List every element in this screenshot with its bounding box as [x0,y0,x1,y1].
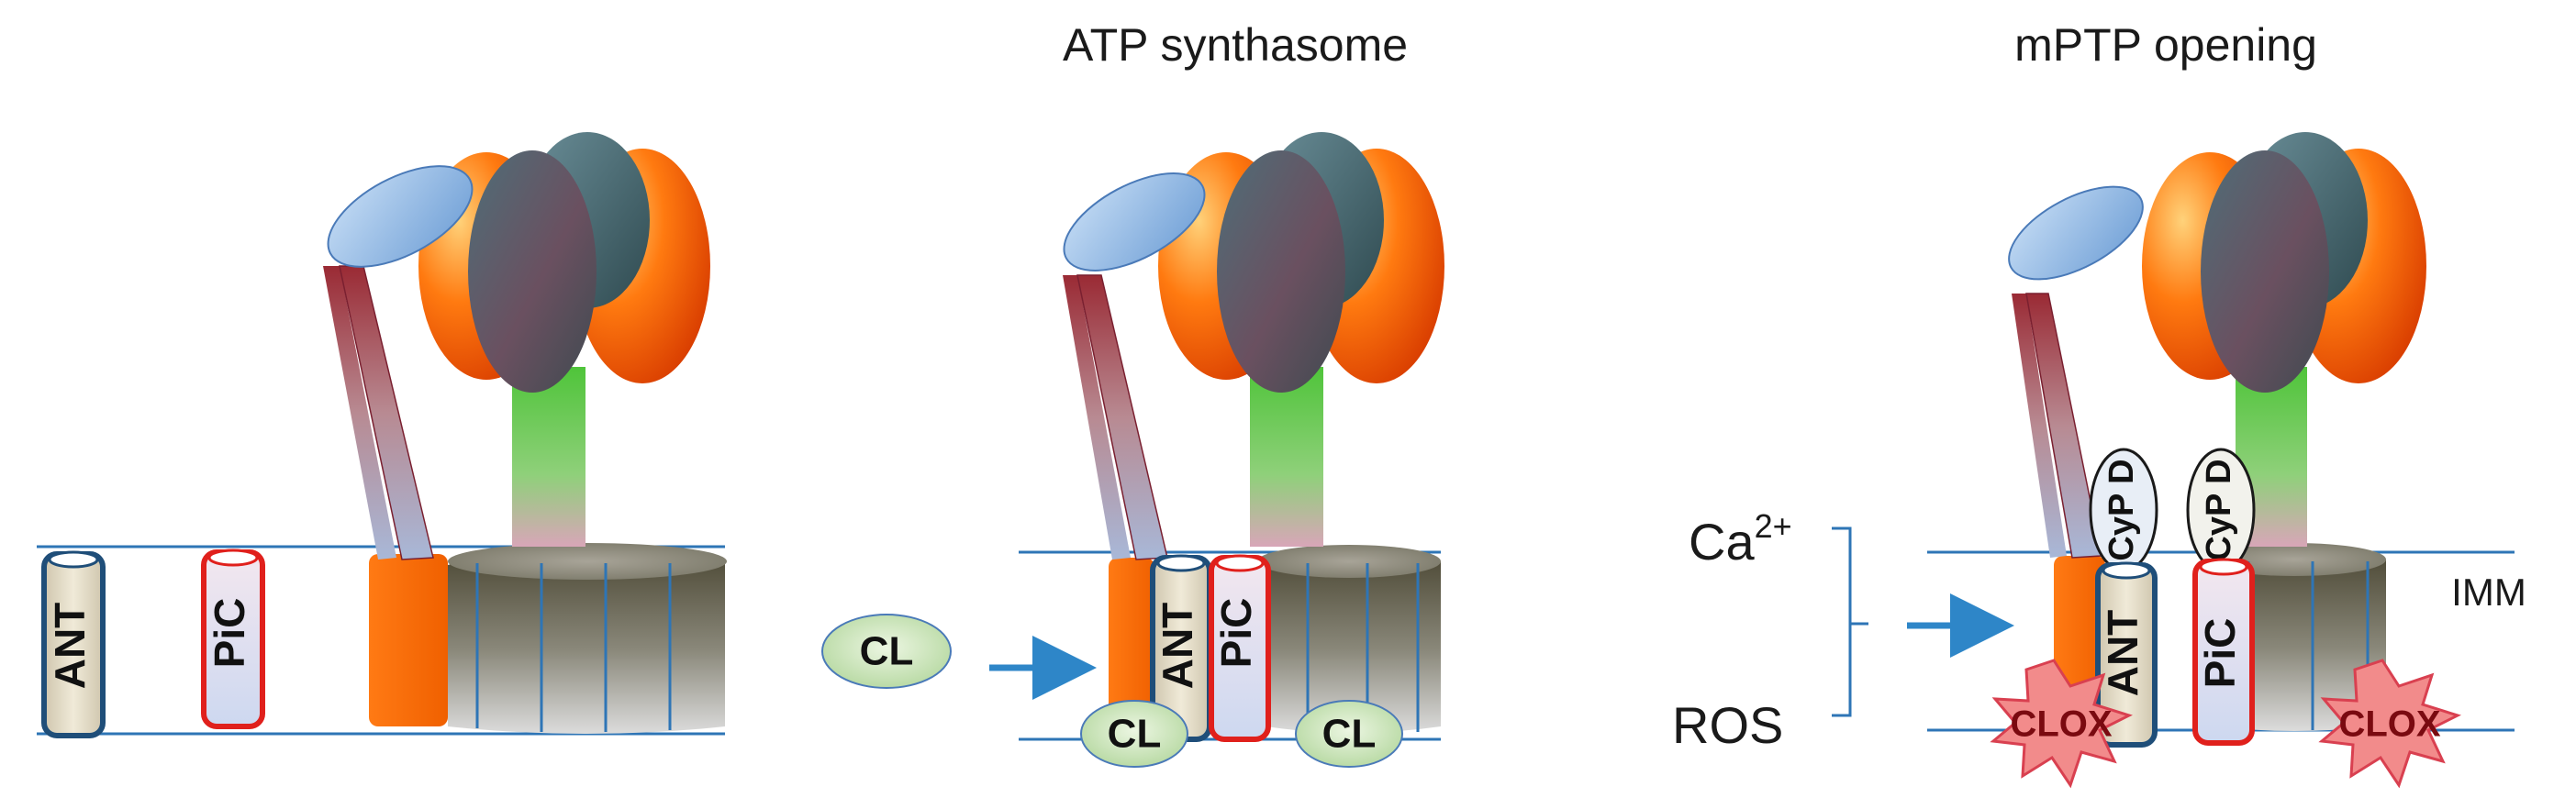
cypd-right-label: CyP D [2200,459,2238,560]
oscp-cap [327,165,474,268]
cl-bound-right: CL [1295,700,1403,768]
cypd-left: CyP D [2089,448,2158,572]
atp-synthase [323,132,727,734]
clox-right: CLOX [2318,659,2461,789]
cl-bound-right-label: CL [1322,712,1377,757]
pic-label: PiC [206,598,253,669]
panel-title-atp-synthasome: ATP synthasome [1063,19,1408,71]
cypd-right: CyP D [2186,448,2256,572]
panel-1: ANT PiC [37,132,727,738]
cl-free-label: CL [860,629,914,674]
ant-carrier: ANT [41,550,106,738]
f1-head [1158,132,1444,393]
calcium-label: Ca2+ [1689,507,1792,571]
calcium-base: Ca [1689,513,1755,571]
clox-left: CLOX [1990,659,2133,789]
f1-head [2142,132,2426,393]
pic-label: PiC [1212,598,1260,669]
atp-synthase [1063,132,1444,734]
panel-2: ATP synthasome CL [821,19,1444,768]
orange-subunit-block [1109,558,1154,732]
pic-carrier: PiC [201,549,265,729]
oscp-cap [2008,185,2144,281]
panel-3: mPTP opening Ca2+ ROS IMM [1672,19,2526,789]
cl-free: CL [821,614,952,689]
cl-bound-left: CL [1080,700,1188,768]
stimuli-bracket [1832,526,1868,717]
cl-bound-left-label: CL [1108,712,1162,757]
fo-ring [1257,545,1441,734]
peripheral-stalk [323,265,434,560]
pic-carrier: PiC [2192,558,2255,746]
pic-carrier: PiC [1209,554,1271,742]
clox-left-label: CLOX [2010,704,2112,745]
clox-right-label: CLOX [2338,704,2440,745]
pic-label: PiC [2196,618,2244,689]
ant-carrier: ANT [1150,554,1212,742]
central-stalk [512,367,585,547]
orange-subunit-block [369,554,448,726]
peripheral-stalk [1063,274,1168,560]
ant-label: ANT [46,603,94,690]
cypd-left-label: CyP D [2102,459,2141,560]
fo-ring [448,543,727,734]
imm-label: IMM [2451,571,2526,614]
central-stalk [1250,367,1323,547]
calcium-charge: 2+ [1755,507,1792,545]
peripheral-stalk [2012,293,2102,559]
ant-label: ANT [1154,603,1201,690]
oscp-cap [1063,172,1206,272]
ros-label: ROS [1672,696,1783,754]
panel-title-mptp-opening: mPTP opening [2014,19,2317,71]
ant-carrier: ANT [2095,561,2158,748]
ant-label: ANT [2099,610,2147,697]
